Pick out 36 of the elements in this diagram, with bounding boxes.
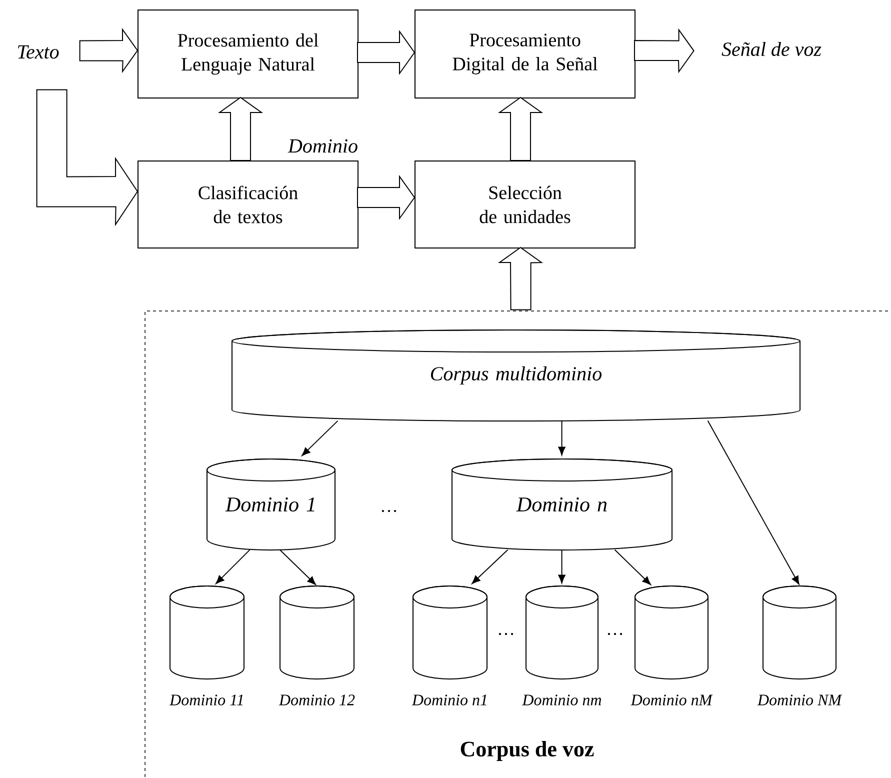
cylinder-caption: Dominio 11	[169, 694, 243, 706]
io-label: Texto	[18, 45, 59, 59]
cylinder-caption: Dominio 12	[278, 694, 355, 706]
ellipsis: …	[608, 632, 622, 636]
block-arrow	[36, 89, 138, 226]
arrow	[707, 420, 800, 585]
ellipsis: …	[498, 632, 514, 636]
region-title: Corpus de voz	[460, 741, 594, 761]
database-cylinder: Corpus multidominio	[232, 330, 800, 422]
arrow	[472, 549, 508, 584]
process-box: Selección de unidades	[414, 160, 636, 248]
block-arrow	[357, 174, 416, 220]
cylinder-caption: Dominio n1	[412, 694, 486, 706]
edge-label: Dominio	[287, 138, 359, 154]
block-arrow	[498, 96, 544, 161]
database-cylinder: Dominio n	[452, 458, 672, 550]
cylinder-caption: Dominio nM	[630, 694, 713, 706]
process-box: Procesamiento Digital de la Señal	[414, 10, 636, 98]
arrow	[558, 549, 566, 584]
arrow	[302, 420, 338, 456]
arrow	[279, 549, 316, 585]
io-label: Señal de voz	[722, 42, 822, 56]
arrow	[614, 549, 651, 585]
process-box: Procesamiento del Lenguaje Natural	[138, 10, 358, 98]
block-arrow	[218, 96, 264, 161]
cylinder-caption: Dominio NM	[757, 694, 842, 706]
process-box: Clasificación de textos	[138, 160, 358, 248]
arrow	[216, 549, 250, 584]
block-arrow	[79, 28, 138, 74]
block-arrow	[357, 30, 416, 76]
ellipsis: …	[382, 510, 396, 512]
arrow	[558, 420, 566, 456]
block-arrow	[498, 246, 543, 310]
database-cylinder: Dominio 1	[206, 458, 336, 550]
block-arrow	[634, 28, 694, 74]
cylinder-caption: Dominio nm	[522, 694, 602, 706]
